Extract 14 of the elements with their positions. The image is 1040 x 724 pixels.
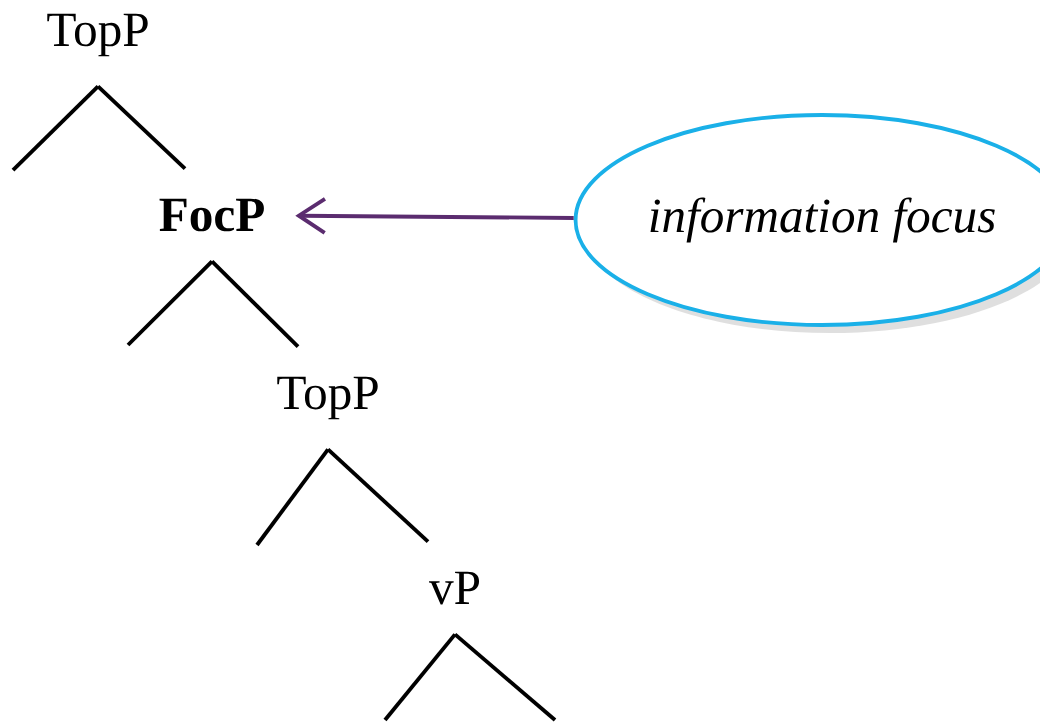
- tree-branch: [383, 633, 457, 722]
- tree-node-label: FocP: [159, 198, 264, 232]
- tree-branch: [126, 260, 214, 347]
- tree-branch: [96, 84, 187, 171]
- tree-branch: [210, 260, 300, 349]
- tree-branch: [11, 84, 100, 172]
- tree-node-label: TopP: [47, 13, 148, 57]
- ellipse-callout: information focus: [573, 113, 1040, 334]
- tree-branch: [326, 447, 430, 544]
- tree-node-label: vP: [429, 571, 480, 605]
- tree-branch: [453, 632, 557, 722]
- tree-node-label: TopP: [277, 376, 378, 420]
- arrow: [295, 197, 574, 235]
- tree-branch: [255, 448, 330, 547]
